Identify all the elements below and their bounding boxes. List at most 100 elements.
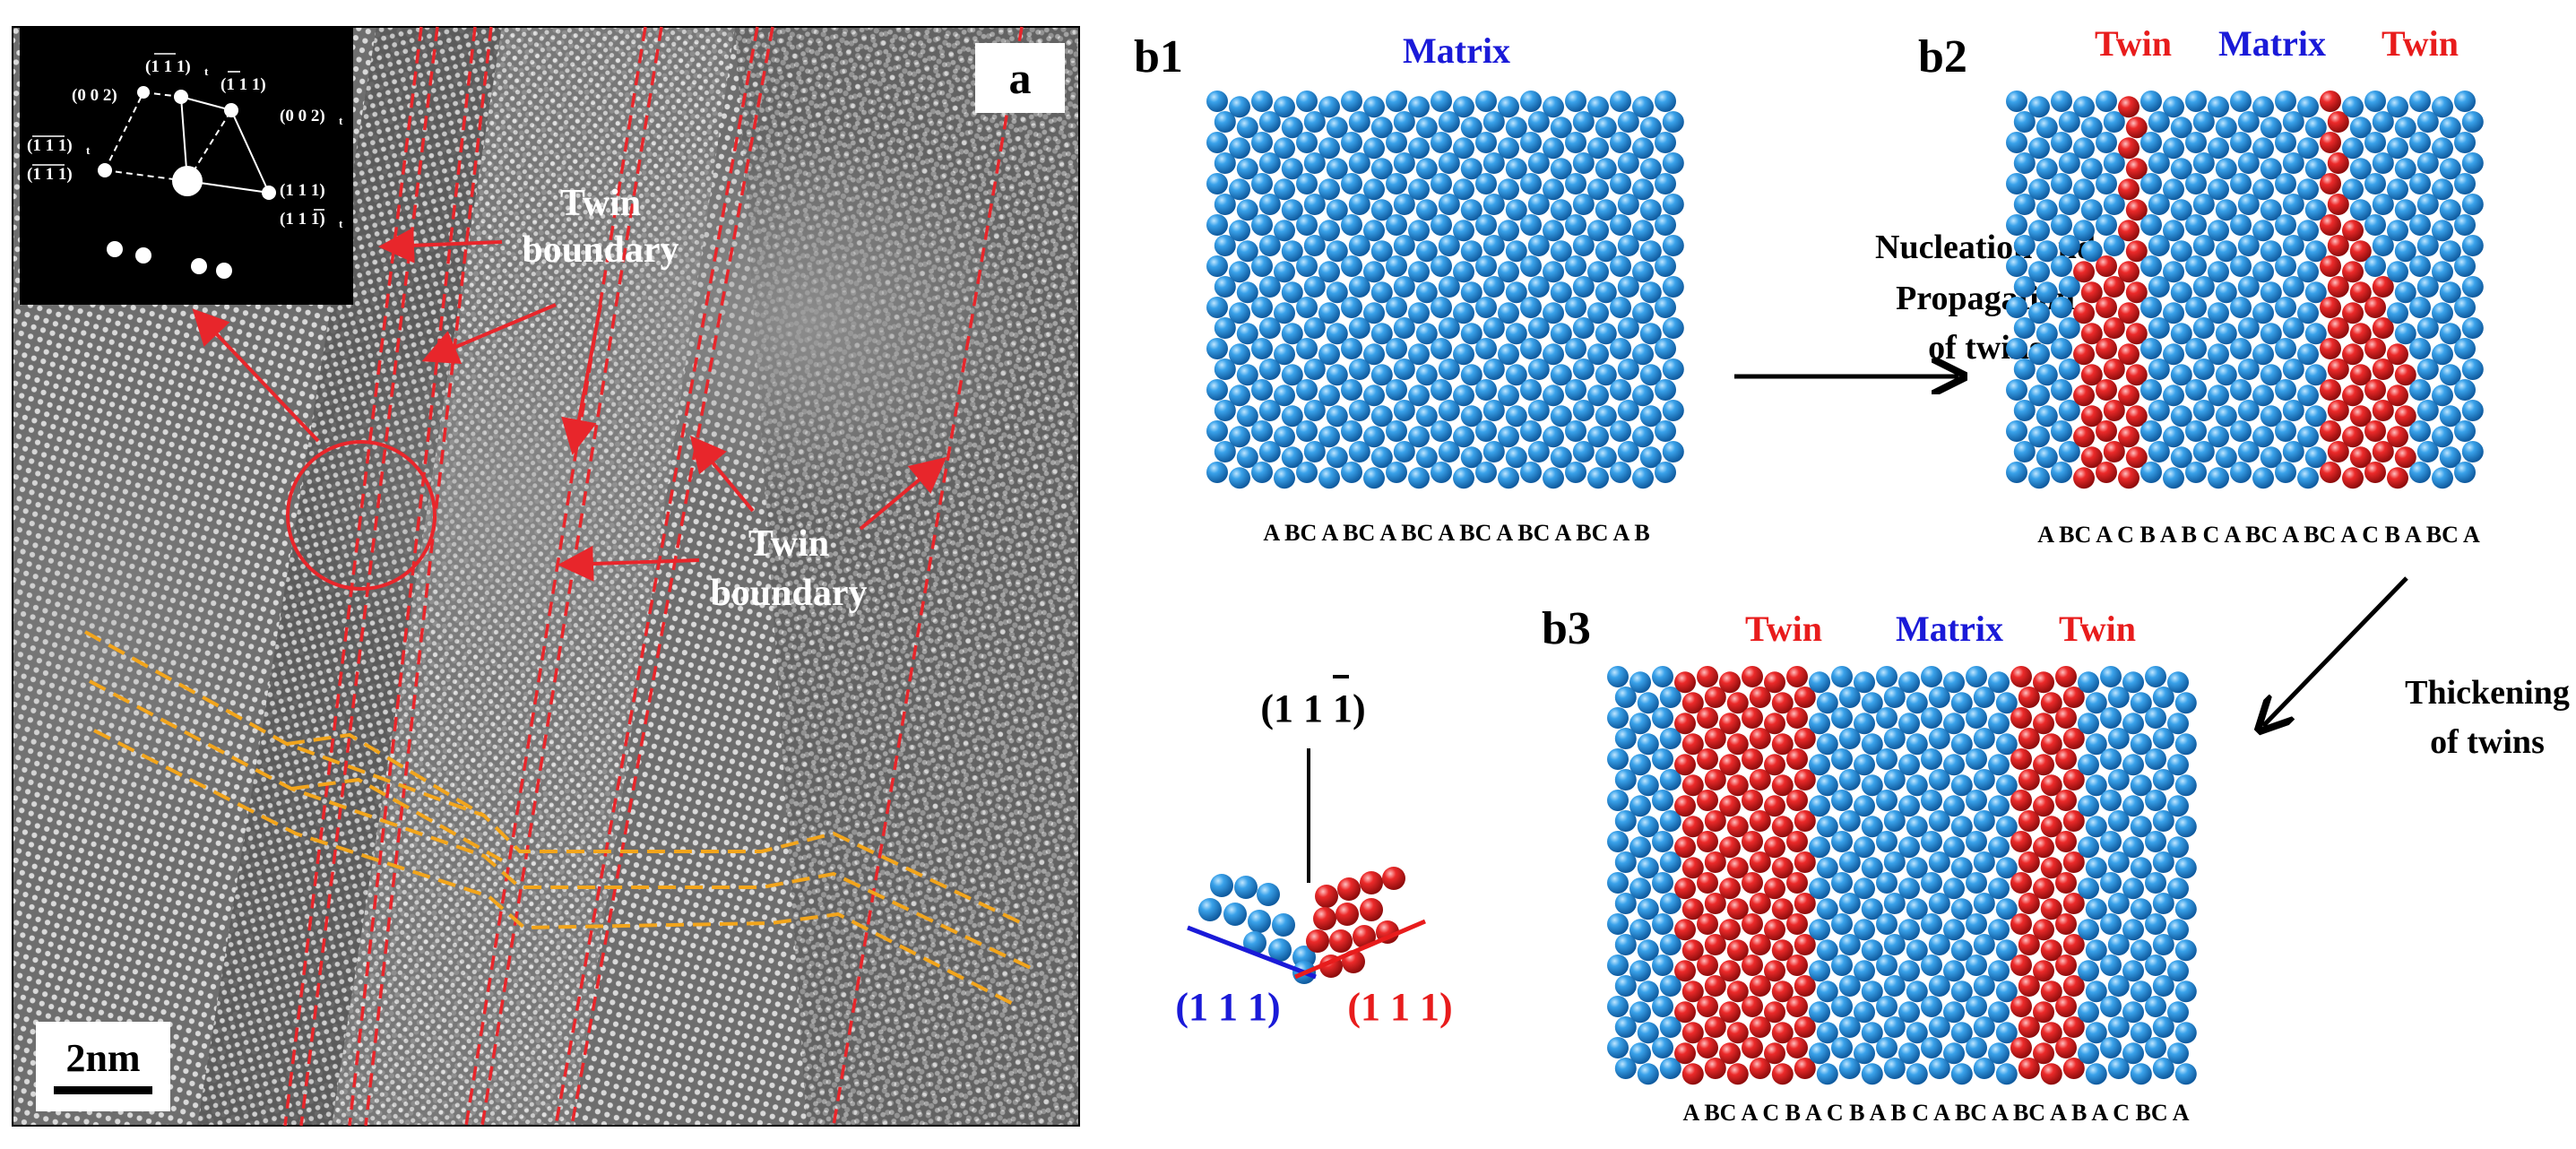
atom [2237,235,2260,256]
atom [1527,152,1550,174]
atom [1565,214,1586,236]
atom [1861,1063,1883,1085]
atom [1771,981,1794,1003]
diff-label-111t-right: (1 1 1) [280,210,325,229]
atom [1505,240,1527,263]
atom [2152,934,2174,955]
atom [1629,1042,1651,1065]
atom [2028,343,2050,366]
atom [1415,405,1438,428]
atom [2058,111,2080,133]
atom [2148,194,2170,215]
atom [1363,302,1385,324]
atom [2439,199,2461,221]
atom [2018,975,2040,997]
atom [1341,173,1362,194]
atom [2342,467,2364,489]
atom [1816,857,1838,879]
atom [2100,707,2122,729]
atom [1883,975,1906,997]
atom [1831,666,1853,687]
atom [1607,707,1629,729]
atom [2140,297,2162,318]
atom [2185,91,2207,112]
atom [2058,276,2080,298]
atom [2033,877,2054,900]
atom [1995,733,2018,756]
atom [2073,302,2095,324]
atom [1610,462,1631,483]
atom [1296,173,1318,194]
atom [1704,769,1726,790]
atom [2145,748,2166,770]
atom [1921,1037,1942,1058]
atom [2018,810,2040,832]
atom [2058,359,2080,380]
atom [1475,420,1497,442]
atom [2080,364,2103,386]
atom [2130,857,2152,879]
atom [2145,913,2166,935]
atom [2148,152,2170,174]
atom [1794,1058,1816,1079]
atom [1617,441,1639,462]
atom [2163,384,2184,407]
atom [2018,851,2040,873]
atom [1632,467,1654,489]
atom [1831,790,1853,811]
atom [1236,281,1258,304]
atom [1543,426,1564,448]
atom [1921,748,1942,770]
atom [1674,713,1696,735]
atom [1614,851,1637,873]
atom [1921,707,1942,729]
atom [2100,872,2122,894]
atom [1610,173,1631,194]
atom [1543,302,1564,324]
atom [2028,384,2050,407]
atom [1251,91,1273,112]
atom [2062,934,2085,955]
atom [2170,446,2192,469]
atom [1637,733,1659,756]
atom [1966,872,1987,894]
atom [2140,255,2162,277]
atom [1943,754,1965,776]
atom [1617,194,1639,215]
atom [1704,893,1726,914]
atom [2432,302,2453,324]
atom [1281,364,1303,386]
atom [1326,405,1348,428]
atom [1809,754,1830,776]
atom [1572,400,1595,421]
atom [1498,137,1519,160]
atom [2275,255,2296,277]
atom [2342,302,2364,324]
atom [1614,687,1637,708]
atom [2036,158,2058,180]
atom [2192,400,2215,421]
atom [2078,1042,2099,1065]
atom [2033,836,2054,859]
atom [1475,462,1497,483]
atom [1973,934,1995,955]
atom [2282,276,2304,298]
atom [1520,297,1542,318]
atom [2282,152,2304,174]
atom [2107,975,2130,997]
atom-lattice-b1 [1206,91,1684,489]
atom [2387,96,2408,118]
atom [1995,816,2018,838]
atom [2118,384,2139,407]
atom [1408,426,1430,448]
atom [2409,297,2431,318]
atom [1637,981,1659,1003]
atom [1408,96,1430,118]
atom [1431,297,1452,318]
atom [1659,1058,1681,1079]
atom [1726,857,1749,879]
atom [1460,446,1482,469]
atom [1408,137,1430,160]
atom [1629,671,1651,694]
atom [2342,261,2364,283]
